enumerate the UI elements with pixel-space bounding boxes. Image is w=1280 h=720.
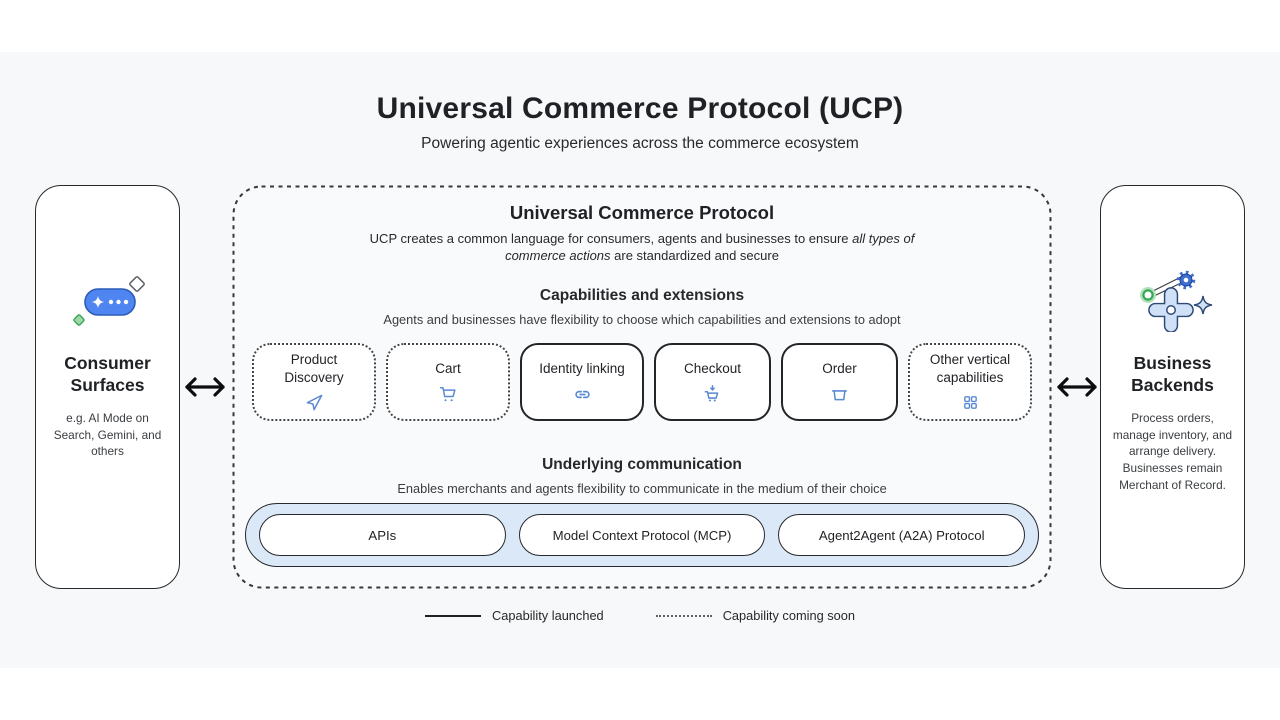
hub-description: UCP creates a common language for consum… bbox=[342, 231, 942, 265]
protocol-apis: APIs bbox=[259, 514, 506, 556]
hub-description-italic: all types of commerce actions bbox=[505, 231, 915, 263]
hub-title: Universal Commerce Protocol bbox=[509, 202, 775, 223]
legend-launched: Capability launched bbox=[424, 608, 604, 623]
capability-label: Other vertical capabilities bbox=[929, 352, 1011, 385]
protocol-mcp: Model Context Protocol (MCP) bbox=[518, 514, 766, 556]
capability-order: Order bbox=[781, 343, 898, 421]
legend: Capability launched Capability coming so… bbox=[0, 608, 1280, 623]
bidirectional-arrow-icon bbox=[181, 374, 229, 400]
capability-checkout: Checkout bbox=[654, 343, 771, 421]
page-subtitle: Powering agentic experiences across the … bbox=[421, 135, 859, 152]
protocol-a2a: Agent2Agent (A2A) Protocol bbox=[778, 514, 1026, 556]
communication-section-subtitle: Enables merchants and agents flexibility… bbox=[397, 481, 887, 496]
hub-description-text: UCP creates a common language for consum… bbox=[369, 231, 853, 246]
capability-label: Cart bbox=[435, 360, 461, 376]
legend-coming-soon-label: Capability coming soon bbox=[722, 608, 855, 623]
capability-product-discovery: Product Discovery bbox=[252, 343, 376, 421]
order-box-icon bbox=[830, 384, 849, 404]
consumer-surfaces-card: Consumer Surfaces e.g. AI Mode on Search… bbox=[35, 185, 180, 589]
business-backends-card: Business Backends Process orders, manage… bbox=[1100, 185, 1245, 589]
diagram-background: Universal Commerce Protocol (UCP) Poweri… bbox=[0, 52, 1280, 668]
cart-icon bbox=[439, 384, 458, 404]
dotted-line-icon bbox=[655, 614, 712, 617]
link-icon bbox=[572, 384, 593, 404]
capability-label: Checkout bbox=[683, 360, 742, 376]
ucp-hub-card: Universal Commerce Protocol UCP creates … bbox=[232, 185, 1052, 589]
legend-coming-soon: Capability coming soon bbox=[655, 608, 855, 623]
capabilities-section-title: Capabilities and extensions bbox=[539, 287, 745, 304]
protocols-bar: APIs Model Context Protocol (MCP) Agent2… bbox=[245, 503, 1039, 567]
business-backends-description: Process orders, manage inventory, and ar… bbox=[1112, 410, 1233, 492]
capability-label: Product Discovery bbox=[284, 352, 344, 385]
capability-label: Identity linking bbox=[539, 360, 625, 376]
consumer-surfaces-title: Consumer Surfaces bbox=[64, 353, 151, 396]
cart-checkout-icon bbox=[703, 384, 722, 404]
legend-launched-label: Capability launched bbox=[491, 608, 604, 623]
capabilities-section-subtitle: Agents and businesses have flexibility t… bbox=[383, 312, 901, 327]
solid-line-icon bbox=[424, 614, 481, 617]
consumer-surfaces-description: e.g. AI Mode on Search, Gemini, and othe… bbox=[53, 410, 162, 459]
business-backends-title: Business Backends bbox=[1131, 353, 1214, 396]
bidirectional-arrow-icon bbox=[1053, 374, 1101, 400]
send-icon bbox=[305, 393, 324, 413]
page-title: Universal Commerce Protocol (UCP) bbox=[376, 92, 904, 125]
communication-section-title: Underlying communication bbox=[542, 456, 742, 473]
capability-cart: Cart bbox=[386, 343, 510, 421]
grid-icon bbox=[962, 393, 979, 413]
capability-label: Order bbox=[822, 360, 857, 376]
hub-description-text: are standardized and secure bbox=[610, 247, 779, 263]
ai-mode-pill-icon bbox=[69, 274, 147, 332]
capability-other-vertical: Other vertical capabilities bbox=[908, 343, 1032, 421]
gears-icon bbox=[1131, 266, 1215, 332]
capability-identity-linking: Identity linking bbox=[520, 343, 644, 421]
capabilities-row: Product Discovery Cart bbox=[232, 343, 1052, 421]
